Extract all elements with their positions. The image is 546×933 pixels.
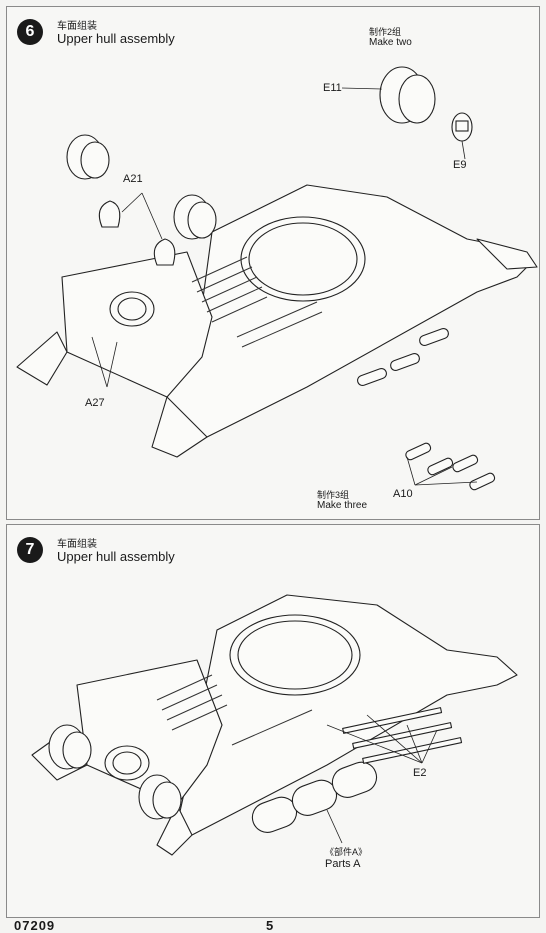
make-two-cn: 制作2组 [369,27,402,37]
step-7-badge: 7 [17,537,43,563]
step-7-title-cn: 车面组装 [57,539,97,550]
label-a27: A27 [85,397,105,409]
make-three-en: Make three [317,500,368,511]
label-a10: A10 [393,488,413,500]
step-6-title-cn: 车面组装 [57,21,97,32]
step-7-title-en: Upper hull assembly [57,549,175,564]
make-three-cn: 制作3组 [317,490,350,500]
make-two-en: Make two [369,37,412,48]
parts-a-cn: 《部件A》 [325,847,368,857]
step-6-panel: 6 车面组装 Upper hull assembly [6,6,540,520]
step-7-panel: 7 车面组装 Upper hull assembly [6,524,540,918]
label-a21: A21 [123,173,143,185]
label-e9: E9 [453,159,467,171]
step-6-title-en: Upper hull assembly [57,31,175,46]
step-6-badge: 6 [17,19,43,45]
parts-a-en: Parts A [325,858,361,870]
label-e11: E11 [323,82,342,94]
label-e2: E2 [413,767,427,779]
step-7-hull-drawing [31,594,518,856]
step-6-hull-drawing [16,66,538,491]
